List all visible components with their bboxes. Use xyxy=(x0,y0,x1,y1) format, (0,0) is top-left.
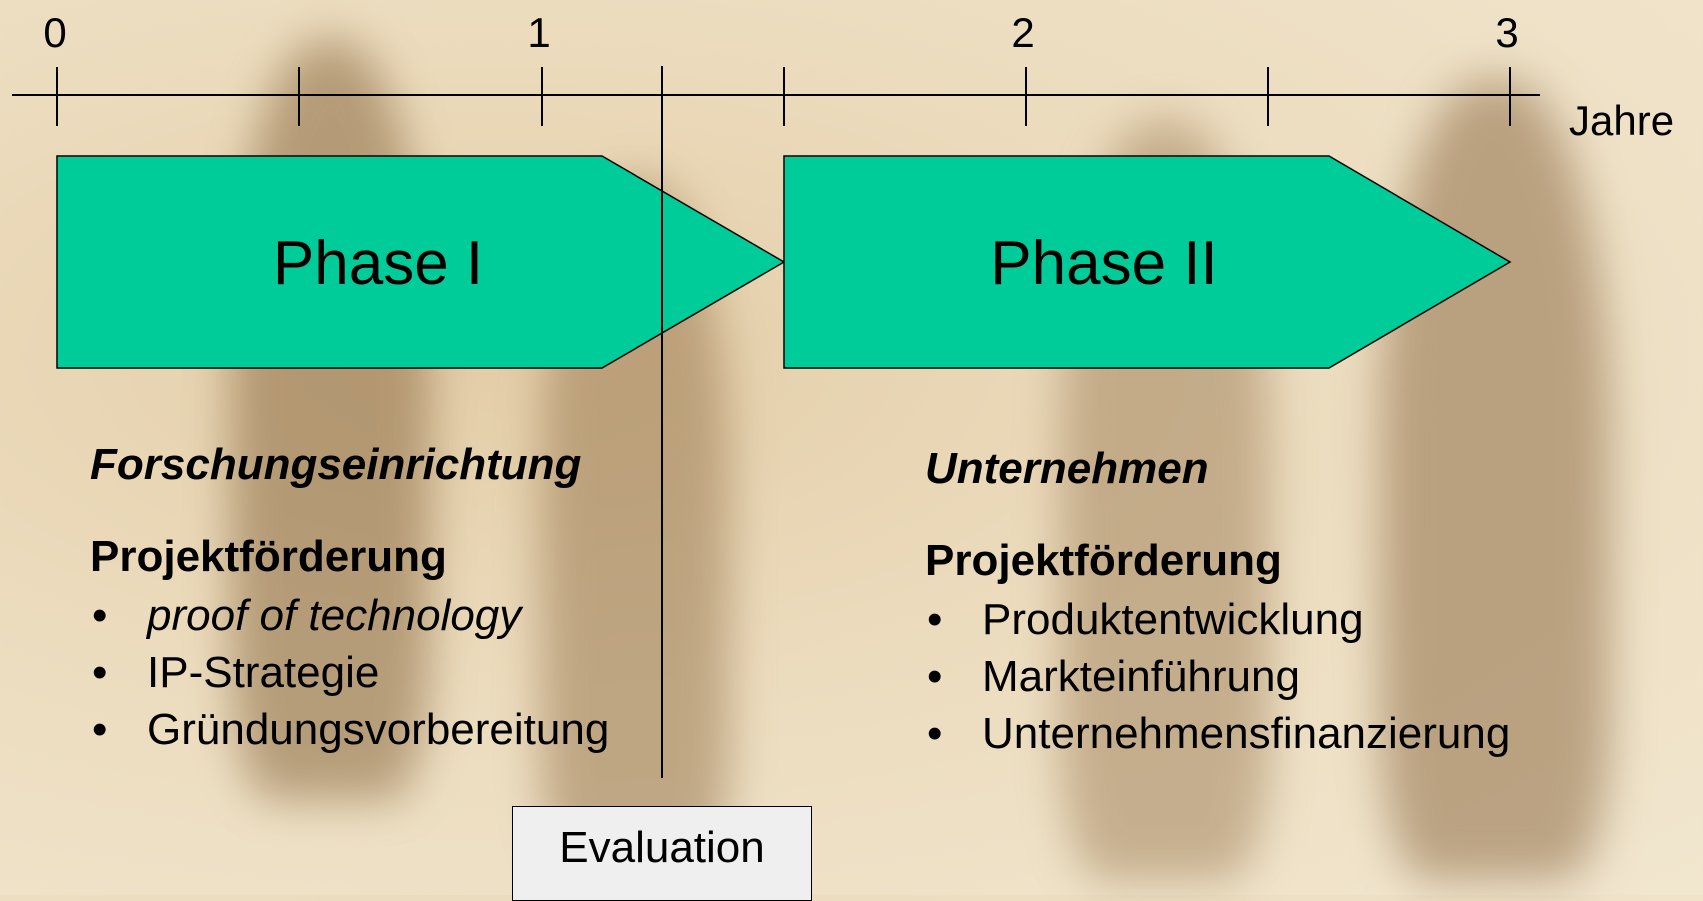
list-item: Markteinführung xyxy=(925,648,1510,705)
list-item: Produktentwicklung xyxy=(925,591,1510,648)
right-list: Produktentwicklung Markteinführung Unter… xyxy=(925,591,1510,762)
tick-label-1: 1 xyxy=(527,9,551,56)
list-item: IP-Strategie xyxy=(90,644,609,701)
list-item-text: Markteinführung xyxy=(982,652,1300,701)
phase-1-label: Phase I xyxy=(272,229,484,298)
list-item: Unternehmensfinanzierung xyxy=(925,705,1510,762)
list-item-text: Unternehmensfinanzierung xyxy=(982,709,1511,758)
list-item-text: Produktentwicklung xyxy=(982,595,1364,644)
phase-2-label: Phase II xyxy=(990,229,1218,298)
left-subheading: Projektförderung xyxy=(90,532,447,581)
list-item-text: proof of technology xyxy=(147,591,522,640)
tick-label-3: 3 xyxy=(1495,9,1519,56)
tick-label-0: 0 xyxy=(43,9,67,56)
list-item: Gründungsvorbereitung xyxy=(90,701,609,758)
axis-ticks xyxy=(56,67,1511,126)
left-list: proof of technology IP-Strategie Gründun… xyxy=(90,587,609,758)
left-heading: Forschungseinrichtung xyxy=(90,440,582,489)
right-heading: Unternehmen xyxy=(925,444,1209,493)
tick-label-2: 2 xyxy=(1011,9,1035,56)
phase-1-arrow xyxy=(56,155,786,369)
list-item-text: IP-Strategie xyxy=(147,648,380,697)
list-item-text: Gründungsvorbereitung xyxy=(147,705,610,754)
left-block: Forschungseinrichtung Projektförderung p… xyxy=(90,440,609,758)
phase-2-arrow xyxy=(783,155,1512,369)
axis-unit-label: Jahre xyxy=(1569,97,1675,144)
right-subheading: Projektförderung xyxy=(925,536,1282,585)
right-block: Unternehmen Projektförderung Produktentw… xyxy=(925,444,1510,762)
evaluation-box: Evaluation xyxy=(512,806,812,901)
list-item: proof of technology xyxy=(90,587,609,644)
